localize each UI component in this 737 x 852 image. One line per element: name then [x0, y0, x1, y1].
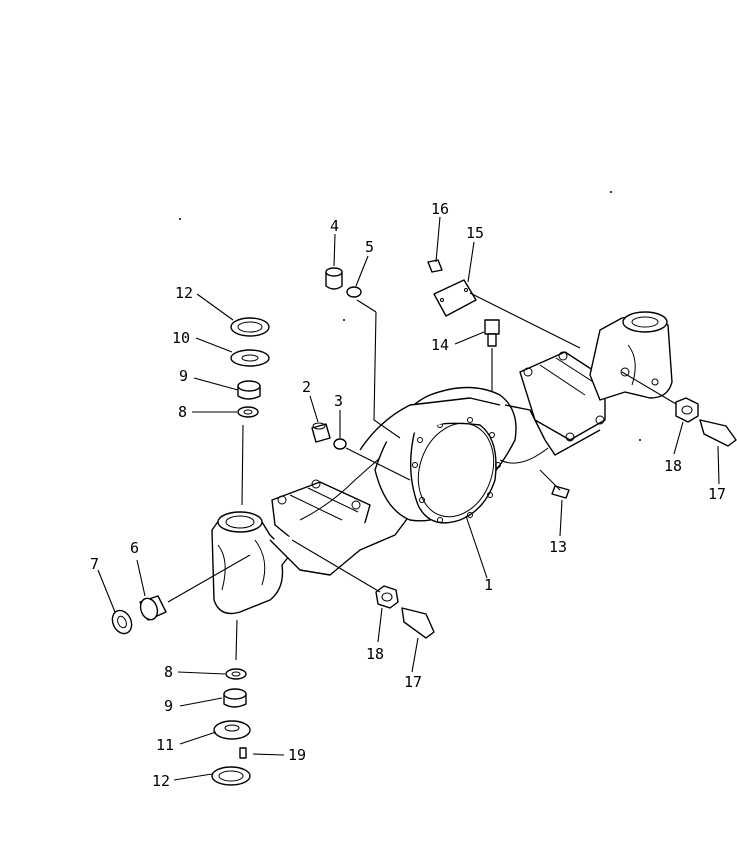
part-3-o-ring: [333, 438, 347, 450]
part-8-shim-bottom: [225, 668, 247, 680]
part-2-plug: [311, 422, 331, 443]
callout-16: 16: [431, 200, 449, 218]
callout-8-bottom: 8: [164, 663, 173, 681]
callout-12-top: 12: [175, 284, 193, 302]
callout-5: 5: [365, 238, 374, 256]
callout-17-left: 17: [404, 673, 422, 691]
part-11-cap: [213, 720, 251, 740]
callout-9-bottom: 9: [164, 697, 173, 715]
callout-17-right: 17: [708, 485, 726, 503]
part-8-shim-top: [237, 406, 259, 418]
part-12-seal-top: [230, 317, 270, 337]
stray-marks: [179, 191, 641, 441]
part-6-bushing: [139, 595, 167, 621]
callout-11: 11: [156, 736, 174, 754]
leader-lines: [97, 216, 720, 781]
callout-3: 3: [334, 392, 343, 410]
part-18-nut-left: [375, 585, 399, 609]
callout-15: 15: [466, 224, 484, 242]
callout-6: 6: [130, 539, 139, 557]
part-13-pin: [551, 485, 570, 499]
callout-19: 19: [288, 746, 306, 764]
callout-4: 4: [330, 217, 339, 235]
part-7-seal: [111, 609, 133, 635]
part-14-breather: [484, 319, 500, 347]
part-12-seal-bottom: [211, 766, 251, 786]
callout-18-left: 18: [366, 645, 384, 663]
assembly-lines: [167, 292, 677, 661]
part-17-bolt-left: [401, 607, 435, 639]
part-10-washer: [230, 349, 270, 367]
callout-labels: 1 2 3 4 5 6 7 8 8 9 9 10 11 12 12 13 14 …: [90, 200, 726, 790]
callout-18-right: 18: [664, 457, 682, 475]
part-9-bearing-top: [237, 380, 261, 400]
part-4-plug: [325, 267, 343, 290]
callout-10: 10: [172, 329, 190, 347]
callout-13: 13: [549, 538, 567, 556]
callout-1: 1: [484, 576, 493, 594]
callout-12-bottom: 12: [152, 772, 170, 790]
part-9-bearing-bottom: [223, 688, 247, 708]
callout-9-top: 9: [179, 367, 188, 385]
callout-8-top: 8: [178, 403, 187, 421]
callout-7: 7: [90, 555, 99, 573]
axle-housing: [211, 311, 673, 615]
callout-2: 2: [302, 378, 311, 396]
callout-14: 14: [431, 336, 449, 354]
part-15-cover-plate: [433, 279, 477, 317]
part-17-bolt-right: [699, 419, 737, 447]
part-19-pin: [239, 747, 247, 759]
part-5-o-ring: [346, 286, 362, 298]
part-16-bolt: [427, 259, 443, 273]
part-18-nut-right: [675, 397, 699, 423]
